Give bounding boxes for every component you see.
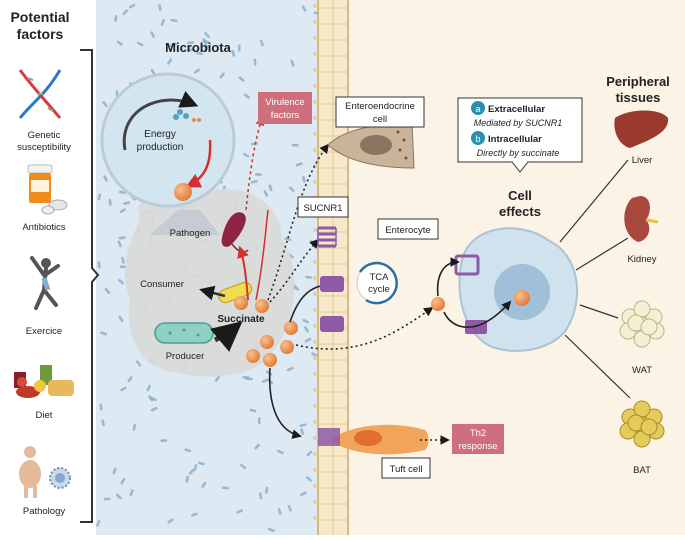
virulence-line2: factors <box>271 110 300 121</box>
microbiota-title: Microbiota <box>165 40 231 55</box>
epithelium <box>313 0 349 535</box>
badge-b <box>471 131 485 145</box>
factors-bracket <box>80 49 100 523</box>
factors-title-line1: Potential <box>10 9 69 25</box>
badge-a <box>471 101 485 115</box>
badge-b-label: b <box>475 134 480 144</box>
tca-arrow <box>358 261 398 305</box>
transporter-apical <box>320 276 344 292</box>
tuft-box <box>381 457 431 479</box>
body-virus-icon <box>19 446 71 498</box>
liver-icon <box>614 110 669 148</box>
energy-production-zoom <box>100 72 236 235</box>
pill-bottle-icon <box>27 164 68 215</box>
tissue-label: BAT <box>633 465 651 476</box>
tissue-label: WAT <box>632 365 652 376</box>
transporter-basolateral <box>320 316 344 332</box>
to-receptor-arrow <box>436 257 460 297</box>
peripheral-title-line2: tissues <box>616 90 661 105</box>
succinate-molecules <box>234 296 298 367</box>
succinate-label: Succinate <box>217 314 265 325</box>
to-tuft-arrow <box>268 367 302 439</box>
peripheral-title-line1: Peripheral <box>606 74 670 89</box>
th2-line2: response <box>458 441 497 452</box>
consumer-label: Consumer <box>140 279 184 290</box>
sucnr1-box <box>297 196 349 218</box>
virulence-arrow <box>245 116 265 211</box>
energy-label-line1: Energy <box>144 129 176 140</box>
dna-icon <box>18 69 62 119</box>
virulence-line1: Virulence <box>265 97 304 108</box>
to-blood-arrow <box>295 306 434 350</box>
to-enteroendocrine-arrow <box>267 143 330 301</box>
enteroendocrine-line1: Enteroendocrine <box>345 101 415 112</box>
producer-bacterium <box>154 322 214 344</box>
white-adipose-icon <box>619 300 665 348</box>
kidney-icon <box>624 196 659 242</box>
tca-line2: cycle <box>368 284 390 295</box>
tuft-cell <box>318 424 429 455</box>
factors-title-line2: factors <box>17 26 64 42</box>
factor-label: Pathology <box>23 506 66 517</box>
cell-effects-title-line2: effects <box>499 204 541 219</box>
th2-line1: Th2 <box>470 428 486 439</box>
enterocyte-label: Enterocyte <box>385 225 430 236</box>
link-bat <box>564 334 631 399</box>
sucnr1-label: SUCNR1 <box>303 203 342 214</box>
consumer-arrow <box>199 285 226 301</box>
producer-label: Producer <box>166 351 205 362</box>
to-pathogen-arrow <box>237 245 249 301</box>
extracellular-title: Extracellular <box>488 104 545 115</box>
to-sucnr1-arrow <box>269 238 320 303</box>
target-cell <box>454 227 579 352</box>
enterocyte-box <box>377 218 439 240</box>
factor-label: Diet <box>36 410 53 421</box>
factor-label: Antibiotics <box>22 222 66 233</box>
tissue-label: Kidney <box>627 254 656 265</box>
badge-a-label: a <box>475 104 480 114</box>
brown-adipose-icon <box>619 400 665 448</box>
enteroendocrine-line2: cell <box>373 114 387 125</box>
factor-label: Genetic <box>28 130 61 141</box>
enteroendocrine-cell <box>327 121 415 169</box>
energy-label-line2: production <box>137 142 184 153</box>
producer-arrow <box>209 321 243 352</box>
extracellular-sub: Mediated by SUCNR1 <box>474 118 563 128</box>
intracellular-title: Intracellular <box>488 134 542 145</box>
link-kidney <box>575 237 629 271</box>
link-liver <box>559 159 629 243</box>
sucnr1-receptor <box>317 226 337 248</box>
virulence-box <box>258 92 312 124</box>
to-nucleus-arrow <box>443 300 512 329</box>
link-wat <box>579 304 619 319</box>
food-icon <box>14 365 74 398</box>
tissue-label: Liver <box>632 155 653 166</box>
factor-label: susceptibility <box>17 142 71 153</box>
exercise-figure-icon <box>30 256 60 310</box>
red-curve <box>255 209 269 301</box>
intracellular-sub: Directly by succinate <box>477 148 560 158</box>
factor-label: Exercice <box>26 326 62 337</box>
mechanism-callout <box>457 97 583 173</box>
cell-effects-title-line1: Cell <box>508 188 532 203</box>
tca-line1: TCA <box>370 272 390 283</box>
succinate-circulating <box>431 297 445 311</box>
th2-box <box>452 424 504 454</box>
pathogen-label: Pathogen <box>170 228 211 239</box>
enteroendocrine-box <box>335 96 425 128</box>
tuft-label: Tuft cell <box>390 464 423 475</box>
